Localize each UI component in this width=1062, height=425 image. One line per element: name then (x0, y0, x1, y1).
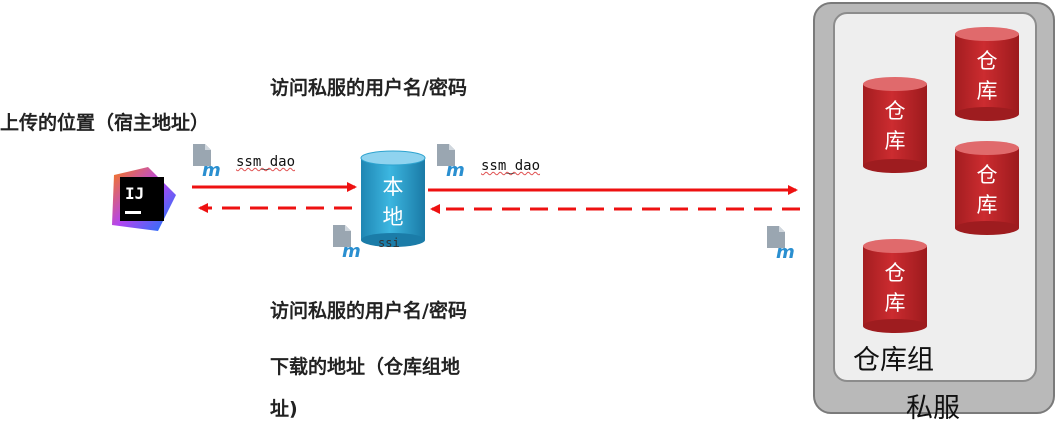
maven-artifact-icon: m (767, 226, 795, 263)
repository-label: 仓 库 (863, 96, 927, 156)
repository-label: 仓 库 (955, 46, 1019, 106)
maven-artifact-icon: m (437, 144, 465, 181)
svg-text:m: m (202, 160, 221, 181)
download-location-label-line2: 址) (270, 398, 298, 420)
repository-label: 仓 库 (955, 160, 1019, 220)
repo-label-line2: 库 (976, 79, 998, 103)
repository-cylinder-left (863, 77, 927, 173)
svg-text:IJ: IJ (125, 184, 144, 203)
maven-artifact-icon: m (333, 225, 361, 262)
repository-cylinder-bottom-left (863, 239, 927, 333)
svg-text:m: m (446, 160, 465, 181)
repository-group-label: 仓库组 (853, 345, 934, 376)
repository-cylinder-middle-right (955, 141, 1019, 235)
upload-location-label: 上传的位置（宿主地址） (0, 112, 210, 134)
repo-label-line2: 库 (884, 129, 906, 153)
credentials-label-bottom: 访问私服的用户名/密码 (270, 300, 467, 322)
private-server-label: 私服 (906, 393, 960, 424)
artifact-name-left: ssm_dao (236, 154, 296, 170)
repo-label-line1: 仓 (976, 163, 998, 187)
repo-label-line1: 仓 (884, 261, 906, 285)
local-label-line1: 本 (382, 175, 404, 199)
svg-text:m: m (776, 242, 795, 263)
local-repository-cylinder (360, 150, 426, 247)
maven-artifact-icon: m (193, 144, 221, 181)
repo-label-line1: 仓 (976, 49, 998, 73)
svg-text:m: m (342, 241, 361, 262)
local-label-line2: 地 (382, 205, 404, 229)
repo-label-line1: 仓 (884, 99, 906, 123)
repo-label-line2: 库 (884, 291, 906, 315)
download-location-label-line1: 下载的地址（仓库组地 (270, 356, 461, 378)
local-repository-label: 本 地 (361, 172, 425, 232)
credentials-label-top: 访问私服的用户名/密码 (270, 77, 467, 99)
artifact-name-right: ssm_dao (481, 158, 541, 174)
artifact-name-partial: ssi (378, 236, 400, 250)
repository-cylinder-top-right (955, 27, 1019, 121)
repo-label-line2: 库 (976, 193, 998, 217)
repository-label: 仓 库 (863, 258, 927, 318)
intellij-idea-icon: IJ (108, 165, 178, 233)
